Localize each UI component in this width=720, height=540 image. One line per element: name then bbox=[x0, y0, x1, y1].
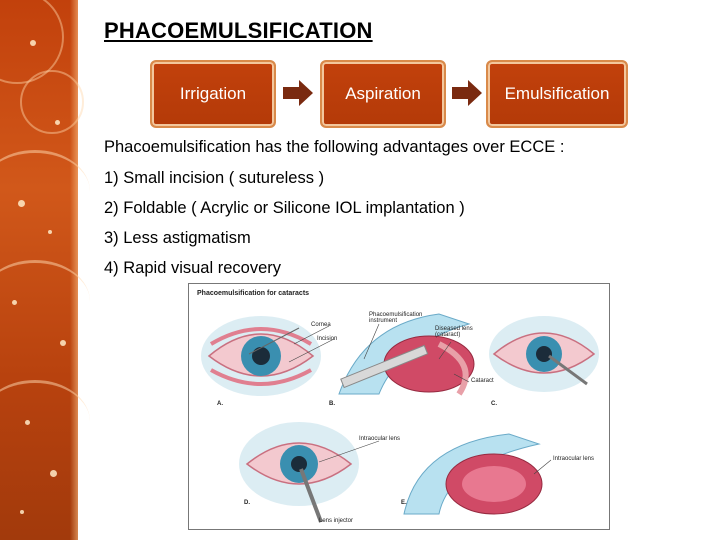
step-label-aspiration: Aspiration bbox=[345, 84, 421, 103]
eye-panel-d bbox=[239, 422, 359, 523]
label-instrument: Phacoemulsification instrument bbox=[369, 312, 423, 324]
decorative-side-band bbox=[0, 0, 90, 540]
step-label-emulsification: Emulsification bbox=[504, 84, 610, 103]
panel-letter: D. bbox=[244, 500, 250, 506]
diagram-title: Phacoemulsification for cataracts bbox=[197, 290, 310, 297]
label-intraocular-lens-2: Intraocular lens bbox=[553, 456, 595, 462]
slide-title: PHACOEMULSIFICATION bbox=[104, 18, 373, 43]
eye-panel-a bbox=[201, 316, 321, 396]
step-box-emulsification: Emulsification bbox=[486, 60, 628, 128]
phaco-diagram-art bbox=[201, 313, 599, 523]
step-box-aspiration: Aspiration bbox=[320, 60, 446, 128]
advantage-item: 2) Foldable ( Acrylic or Silicone IOL im… bbox=[104, 199, 465, 217]
label-intraocular-lens: Intraocular lens bbox=[359, 436, 401, 442]
advantage-item: 4) Rapid visual recovery bbox=[104, 259, 281, 277]
cross-section-panel-b bbox=[338, 313, 475, 396]
phaco-diagram: Phacoemulsification for cataracts Cornea… bbox=[188, 283, 610, 530]
label-cornea: Cornea bbox=[311, 322, 331, 328]
label-incision: Incision bbox=[317, 336, 338, 342]
panel-letter: A. bbox=[217, 401, 223, 407]
label-lens-injector: Lens injector bbox=[319, 518, 354, 524]
advantage-item: 1) Small incision ( sutureless ) bbox=[104, 169, 325, 187]
eye-panel-c bbox=[489, 316, 599, 392]
arrow-right-icon bbox=[283, 80, 313, 106]
step-box-irrigation: Irrigation bbox=[150, 60, 276, 128]
step-label-irrigation: Irrigation bbox=[179, 84, 247, 103]
arrow-right-icon bbox=[452, 80, 482, 106]
advantages-intro: Phacoemulsification has the following ad… bbox=[104, 138, 565, 156]
cross-section-panel-e bbox=[403, 433, 543, 515]
panel-letter: E. bbox=[401, 500, 407, 506]
panel-letter: C. bbox=[491, 401, 497, 407]
label-cataract: Cataract bbox=[471, 378, 494, 384]
label-diseased-lens: Diseased lens (cataract) bbox=[435, 326, 473, 338]
advantage-item: 3) Less astigmatism bbox=[104, 229, 251, 247]
panel-letter: B. bbox=[329, 401, 335, 407]
